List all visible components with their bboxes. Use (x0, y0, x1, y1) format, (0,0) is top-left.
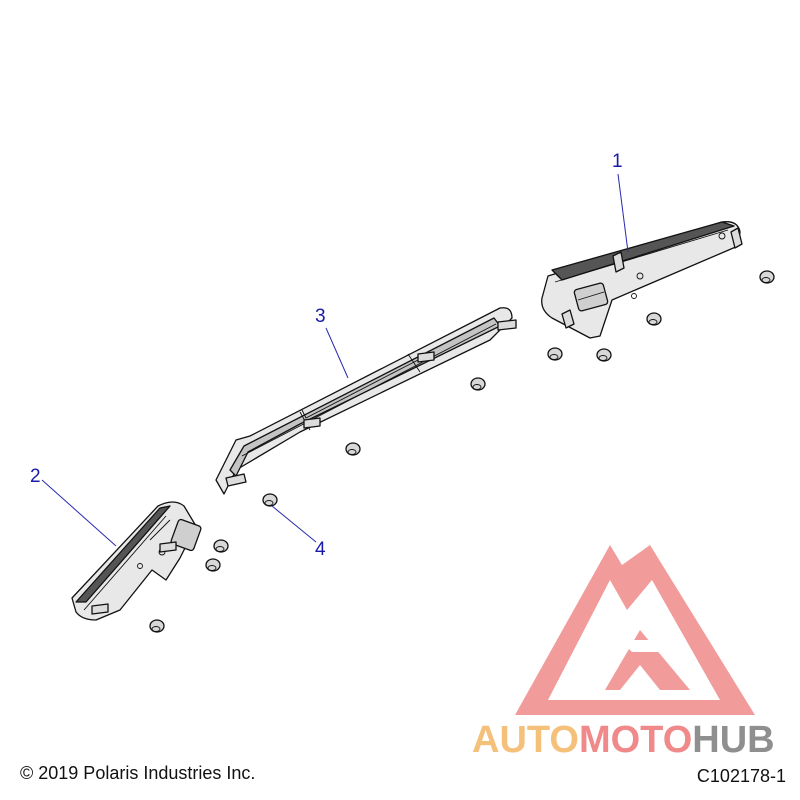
callout-4: 4 (315, 539, 326, 560)
push-nut (470, 377, 486, 391)
push-nut (345, 442, 361, 456)
callout-2: 2 (30, 466, 41, 487)
callout-group-2: 2 (30, 466, 117, 547)
push-nut (646, 312, 662, 326)
watermark-moto: MOTO (579, 719, 692, 761)
callout-1: 1 (612, 151, 623, 172)
callout-3: 3 (315, 306, 326, 327)
push-nut (262, 493, 278, 507)
push-nut (547, 347, 563, 361)
push-nut (596, 348, 612, 362)
callout-group-1: 1 (612, 151, 629, 253)
watermark-hub: HUB (692, 719, 774, 761)
watermark-auto: AUTO (472, 719, 579, 761)
part-1-right-taillight (541, 221, 743, 339)
callout-group-4: 4 (271, 505, 326, 560)
part-3-light-bar (215, 307, 517, 495)
copyright-text: © 2019 Polaris Industries Inc. (20, 763, 256, 783)
callout-group-3: 3 (315, 306, 349, 379)
watermark-logo (515, 545, 755, 715)
figure-id: C102178-1 (696, 766, 786, 786)
part-2-left-taillight (71, 501, 202, 621)
push-nut (759, 270, 775, 284)
watermark-text: AUTOMOTOHUB (472, 719, 775, 761)
part-4-push-nuts (149, 270, 775, 633)
push-nut (213, 539, 229, 553)
push-nut (149, 619, 165, 633)
push-nut (205, 558, 221, 572)
